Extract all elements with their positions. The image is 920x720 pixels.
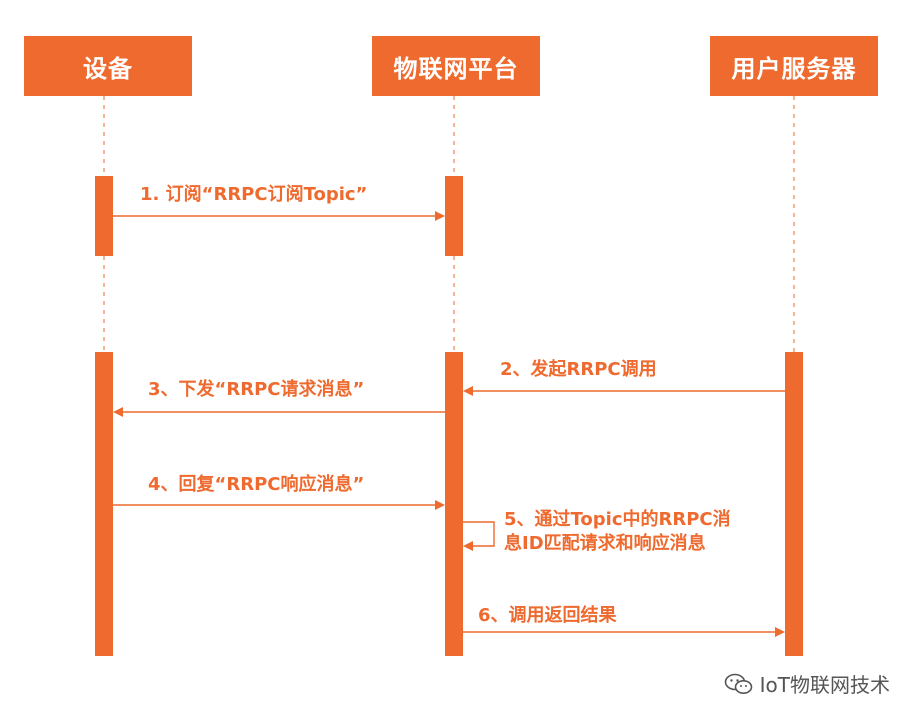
message-6-label: 6、调用返回结果 [478,605,617,626]
arrow-5-loop [463,521,495,547]
message-5-label: 5、通过Topic中的RRPC消 息ID匹配请求和响应消息 [504,508,764,556]
arrowhead-2 [463,386,473,396]
arrowhead-5 [463,541,473,551]
activation-server [785,352,803,656]
watermark: IoT物联网技术 [724,669,890,698]
actor-server: 用户服务器 [710,36,878,96]
message-1-label: 1. 订阅“RRPC订阅Topic” [140,184,368,205]
message-5-line-2: 息ID匹配请求和响应消息 [504,533,706,554]
message-4-label: 4、回复“RRPC响应消息” [148,474,365,495]
watermark-text: IoT物联网技术 [759,673,890,697]
actor-platform-label: 物联网平台 [393,54,519,83]
actor-device-label: 设备 [83,54,133,83]
activation-device-2 [95,352,113,656]
actor-platform: 物联网平台 [372,36,540,96]
arrowhead-6 [775,627,785,637]
arrowhead-3 [113,407,123,417]
actor-server-label: 用户服务器 [731,54,857,83]
arrowhead-1 [435,211,445,221]
activation-platform-1 [445,176,463,256]
wechat-icon [724,673,752,694]
message-5-line-1: 5、通过Topic中的RRPC消 [504,509,731,530]
arrowhead-4 [435,500,445,510]
actor-device: 设备 [24,36,192,96]
message-3-label: 3、下发“RRPC请求消息” [148,379,365,400]
message-2-label: 2、发起RRPC调用 [500,359,657,380]
activation-platform-2 [445,352,463,656]
activation-device-1 [95,176,113,256]
